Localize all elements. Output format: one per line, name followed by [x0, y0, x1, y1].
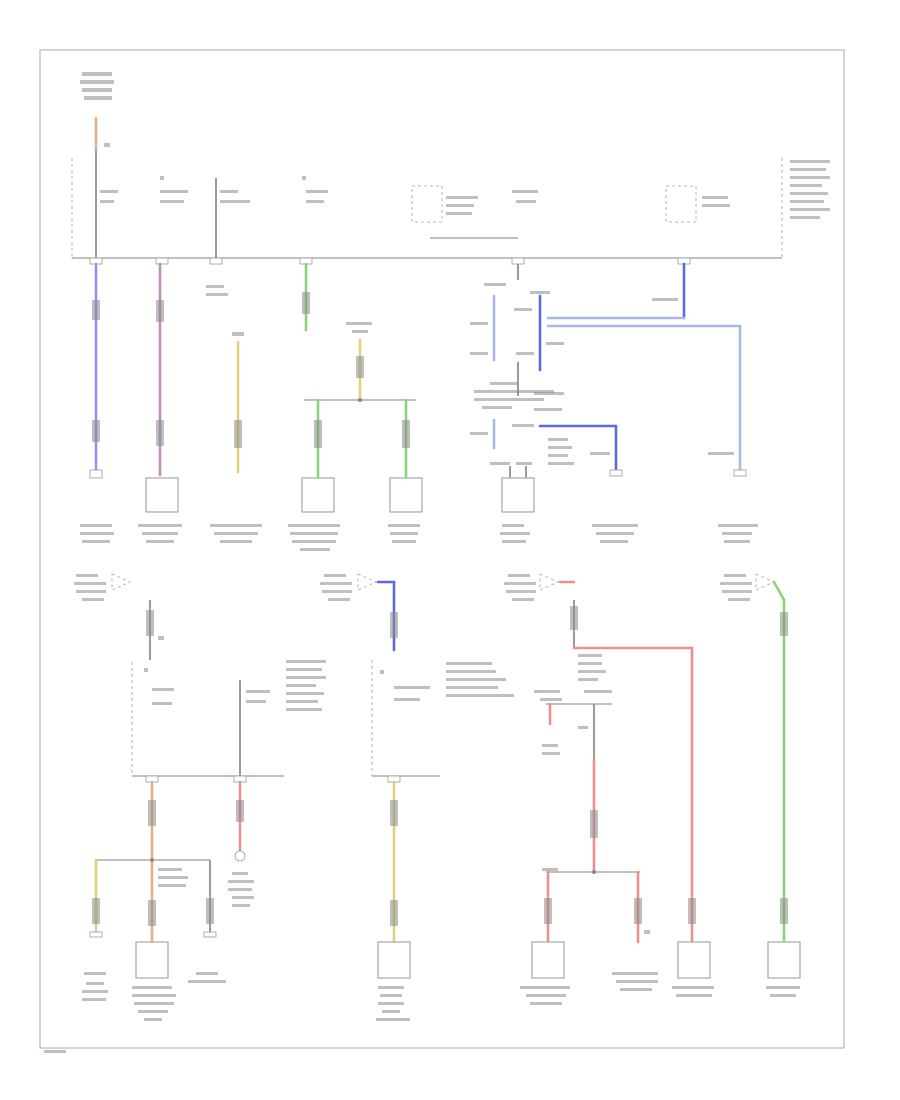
power-source-a: [74, 573, 164, 660]
component-box: [531, 941, 565, 979]
fuse-block: [71, 150, 830, 259]
bottom-components: [82, 941, 801, 1021]
wire-green-d: [772, 580, 786, 602]
component-box: [377, 941, 411, 979]
top-components: [80, 477, 758, 551]
component-box: [301, 477, 335, 513]
fuse-block-lower-left: [131, 660, 326, 783]
power-source-c: [504, 573, 578, 648]
bottom-section: [74, 573, 801, 1021]
power-source-d: [720, 573, 788, 942]
fuse-block-lower-mid: [371, 660, 514, 783]
component-box: [677, 941, 711, 979]
top-section: [71, 72, 830, 551]
component-box: [501, 477, 535, 513]
diagram-id-tag: [44, 1050, 66, 1053]
diagram-frame: [39, 49, 845, 1049]
component-box: [389, 477, 423, 513]
component-box: [135, 941, 169, 979]
power-source-b: [320, 573, 398, 652]
component-box: [767, 941, 801, 979]
component-box: [145, 477, 179, 513]
power-source-top: [80, 72, 114, 152]
